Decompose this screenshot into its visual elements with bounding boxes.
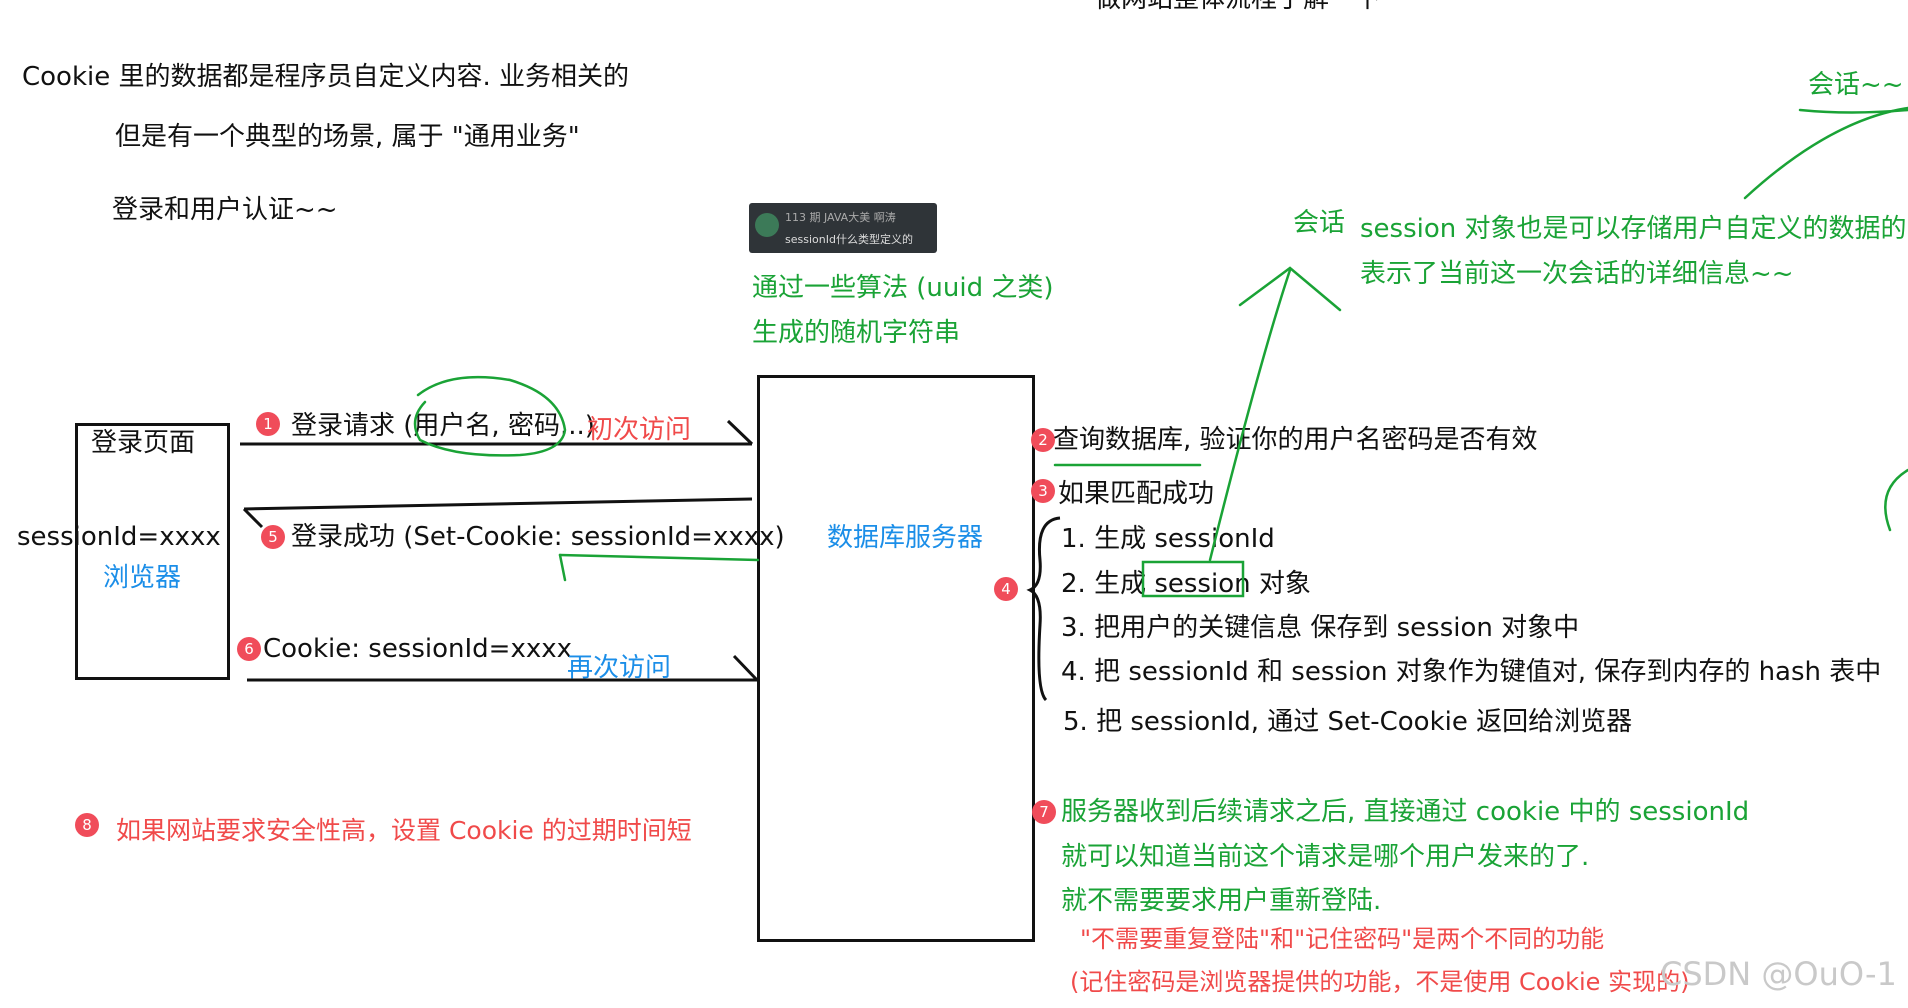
tick-sessionid (560, 555, 565, 580)
arrow-5-line (244, 499, 752, 509)
flow-arrows (240, 421, 1060, 700)
arrow-head-session (1240, 268, 1340, 310)
arrow-5-head (244, 509, 262, 527)
underline-sessionid (560, 555, 758, 560)
box-session (1143, 562, 1243, 596)
arrow-1-head (728, 421, 752, 444)
stroke-corner (1745, 108, 1908, 198)
arrow-6-head (734, 656, 757, 680)
stroke-corner-2 (1800, 110, 1908, 113)
stroke-right-edge (1885, 470, 1908, 530)
arrow-to-session-note (1210, 270, 1290, 560)
step-4-brace (1030, 518, 1060, 700)
green-strokes (415, 108, 1908, 596)
